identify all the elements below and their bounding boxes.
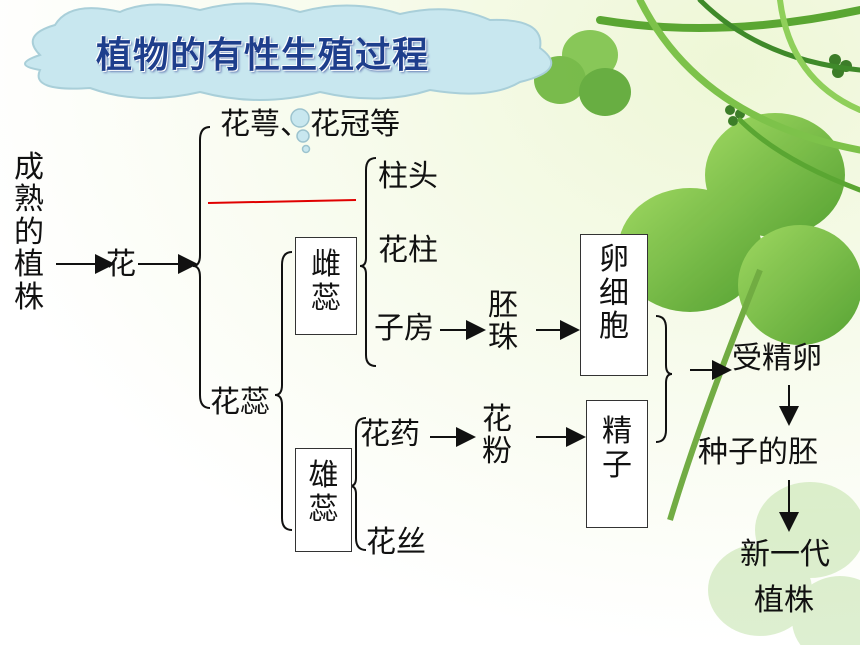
node-mature-plant: 成熟的植株: [14, 150, 44, 315]
red-line: [207, 199, 357, 204]
node-ovary: 子房: [374, 311, 434, 346]
node-flower: 花: [106, 247, 136, 282]
node-new-plant-line2: 植株: [754, 583, 814, 618]
node-new-plant-line1: 新一代: [740, 537, 830, 572]
box-stamen: 雄蕊: [295, 448, 352, 552]
brace-pistil-stamen: [274, 251, 293, 531]
node-anther: 花药: [360, 417, 420, 452]
node-stamen-pistil: 花蕊: [210, 385, 270, 420]
clover-large: [618, 113, 860, 521]
brace-pistil-parts: [359, 157, 377, 367]
box-sperm: 精子: [586, 400, 648, 528]
node-zygote: 受精卵: [732, 341, 822, 376]
title-cloud: [24, 2, 553, 101]
clover-faded: [708, 482, 860, 645]
box-pistil: 雌蕊: [295, 237, 357, 335]
grass-blades: [596, 0, 860, 193]
box-egg-cell: 卵细胞: [580, 234, 648, 376]
node-filament: 花丝: [366, 525, 426, 560]
node-ovule: 胚珠: [488, 288, 518, 356]
node-sepal-petal: 花萼、花冠等: [220, 107, 400, 142]
node-stigma: 柱头: [378, 159, 438, 194]
brace-flower: [192, 126, 211, 409]
thought-bubbles: [290, 108, 311, 154]
page-title: 植物的有性生殖过程: [96, 35, 430, 76]
node-style: 花柱: [378, 233, 438, 268]
node-embryo: 种子的胚: [698, 435, 818, 470]
node-pollen: 花粉: [482, 402, 512, 470]
brace-fertilization: [655, 315, 673, 443]
